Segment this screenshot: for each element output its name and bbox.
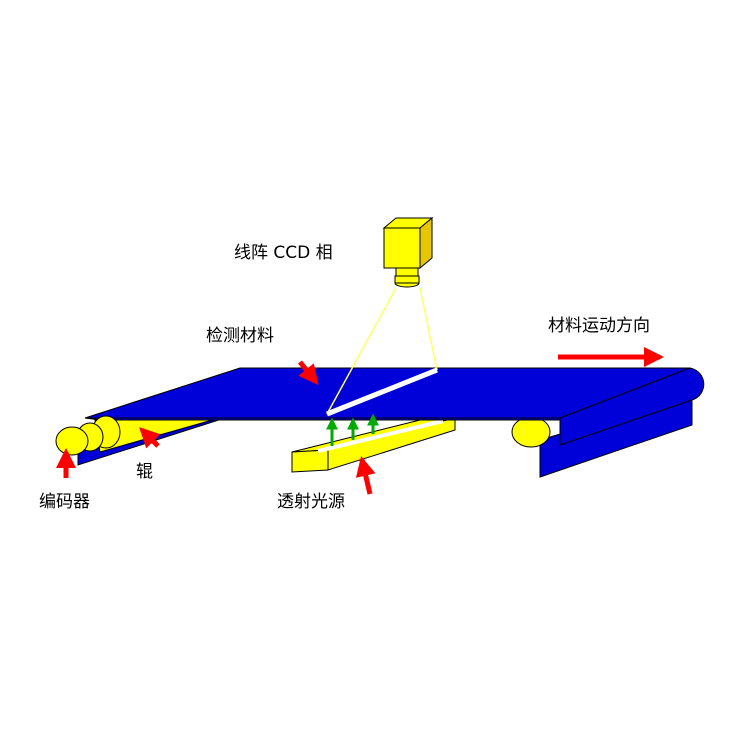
belt-left-wrap [84,417,561,421]
encoder-disc [55,426,89,456]
encoder-label: 编码器 [39,492,90,512]
roller-label: 辊 [136,462,153,482]
direction-label: 材料运动方向 [548,316,650,336]
belt-right-wrap [559,367,705,446]
light-source-glow [317,419,444,453]
camera-view-line-right [419,287,438,371]
material-label: 检测材料 [206,326,274,346]
material-pointer-arrow [298,360,319,386]
light-source-front [291,449,329,473]
camera-view-line-left [326,287,397,415]
roller-pointer-arrow [139,427,161,449]
camera-label: 线阵 CCD 相 [234,243,333,263]
right-roller-end [511,416,551,448]
ccd-camera-icon [382,216,434,288]
light-pointer-arrow [355,456,376,495]
light-source-label: 透射光源 [277,492,345,512]
scan-line [326,367,438,417]
